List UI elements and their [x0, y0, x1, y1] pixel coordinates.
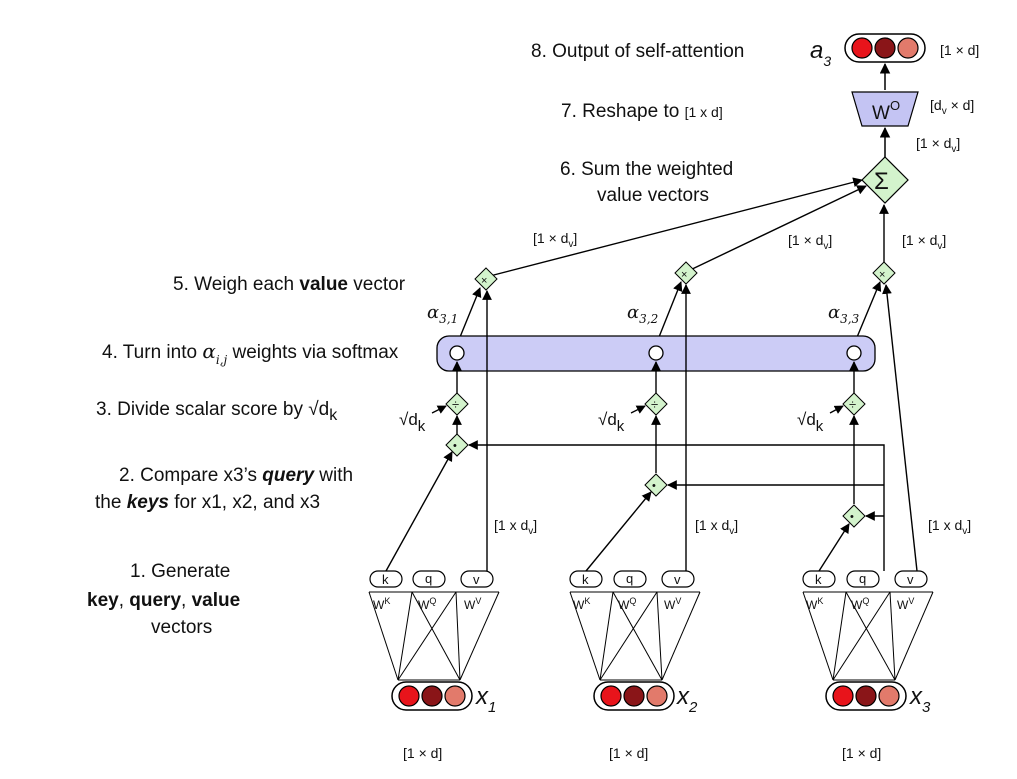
dot-node-1	[445, 433, 469, 457]
divide-node-3	[842, 392, 866, 416]
step-6-label-line2: value vectors	[597, 185, 709, 206]
query-pill	[613, 570, 647, 588]
value-dim-1: [1 x dv]	[494, 517, 537, 537]
input-vector-x2	[593, 681, 675, 711]
key-pill	[802, 570, 836, 588]
key-pill	[369, 570, 403, 588]
projection-block-2: k q v WK WQ WV	[569, 570, 701, 681]
multiply-node-1	[474, 267, 498, 291]
step-2-label-line1: 2. Compare x3’s query with	[119, 465, 353, 486]
wo-projection	[851, 91, 919, 127]
step-4-label: 4. Turn into αi,j weights via softmax	[102, 339, 399, 367]
value-label: v	[473, 572, 480, 587]
wk-label: WK	[806, 596, 823, 612]
alpha-3-2: α3,2	[627, 302, 658, 326]
wv-label: WV	[664, 596, 681, 612]
sqrt-dk-2: √dk	[598, 410, 625, 435]
value-pill	[661, 570, 695, 588]
weighted-dim-1: [1 × dv]	[533, 230, 577, 250]
query-pill	[412, 570, 446, 588]
alpha-3-3: α3,3	[828, 302, 860, 326]
step-1-label-line1: 1. Generate	[130, 561, 230, 582]
projection-block-3: k q v WK WQ WV	[802, 570, 934, 681]
input-dim-2: [1 × d]	[609, 745, 648, 761]
dot-node-3	[842, 504, 866, 528]
multiply-symbol: ×	[681, 269, 687, 281]
multiply-node-2	[674, 261, 698, 285]
input-vector-x3	[825, 681, 907, 711]
dot-symbol: •	[850, 511, 854, 523]
divide-symbol: ÷	[849, 397, 856, 412]
wv-label: WV	[897, 596, 914, 612]
value-pill	[460, 570, 494, 588]
step-8-label: 8. Output of self-attention	[531, 41, 744, 62]
sum-symbol: Σ	[874, 168, 889, 195]
sum-node	[861, 156, 909, 204]
multiply-symbol: ×	[879, 269, 885, 281]
key-label: k	[815, 572, 822, 587]
dot-symbol: •	[453, 440, 457, 452]
output-dim: [1 × d]	[940, 42, 979, 58]
wo-dim: [dv × d]	[930, 97, 974, 117]
dot-symbol: •	[652, 480, 656, 492]
sum-dim: [1 × dv]	[916, 135, 960, 155]
wq-label: WQ	[851, 596, 869, 612]
wo-label: WO	[872, 98, 900, 124]
projection-block-1: k q v WK WQ WV	[368, 570, 500, 681]
value-label: v	[674, 572, 681, 587]
step-6-label-line1: 6. Sum the weighted	[560, 159, 733, 180]
key-label: k	[382, 572, 389, 587]
softmax-node-2	[648, 345, 664, 361]
divide-node-2	[644, 392, 668, 416]
value-label: v	[907, 572, 914, 587]
query-label: q	[859, 571, 866, 586]
sqrt-dk-3: √dk	[797, 410, 824, 435]
dot-node-2	[644, 473, 668, 497]
key-pill	[569, 570, 603, 588]
wq-label: WQ	[418, 596, 436, 612]
weighted-dim-3: [1 × dv]	[902, 232, 946, 252]
value-dim-3: [1 x dv]	[928, 517, 971, 537]
input-label-x3: x3	[909, 683, 931, 716]
key-label: k	[582, 572, 589, 587]
wk-label: WK	[373, 596, 390, 612]
step-1-label-line2: key, query, value	[87, 590, 240, 611]
sqrt-dk-1: √dk	[399, 410, 426, 435]
divide-symbol: ÷	[651, 397, 658, 412]
weighted-dim-2: [1 × dv]	[788, 232, 832, 252]
divide-symbol: ÷	[452, 397, 459, 412]
step-3-label: 3. Divide scalar score by √dk	[96, 399, 338, 424]
query-label: q	[425, 571, 432, 586]
query-pill	[846, 570, 880, 588]
multiply-node-3	[872, 261, 896, 285]
step-2-label-line2: the keys for x1, x2, and x3	[95, 492, 320, 513]
divide-node-1	[445, 392, 469, 416]
step-5-label: 5. Weigh each value vector	[173, 274, 406, 295]
wq-label: WQ	[618, 596, 636, 612]
softmax-node-3	[846, 345, 862, 361]
step-1-label-line3: vectors	[151, 617, 212, 638]
input-dim-1: [1 × d]	[403, 745, 442, 761]
value-pill	[894, 570, 928, 588]
alpha-3-1: α3,1	[427, 302, 458, 326]
input-label-x2: x2	[676, 683, 698, 716]
value-dim-2: [1 x dv]	[695, 517, 738, 537]
wv-label: WV	[464, 596, 481, 612]
query-label: q	[626, 571, 633, 586]
input-vector-x1	[391, 681, 473, 711]
multiply-symbol: ×	[481, 275, 487, 287]
input-label-x1: x1	[475, 683, 496, 716]
step-7-label: 7. Reshape to [1 x d]	[561, 101, 723, 122]
output-vector	[844, 33, 926, 63]
input-dim-3: [1 × d]	[842, 745, 881, 761]
softmax-node-1	[449, 345, 465, 361]
output-symbol: a3	[810, 37, 831, 69]
wk-label: WK	[573, 596, 590, 612]
